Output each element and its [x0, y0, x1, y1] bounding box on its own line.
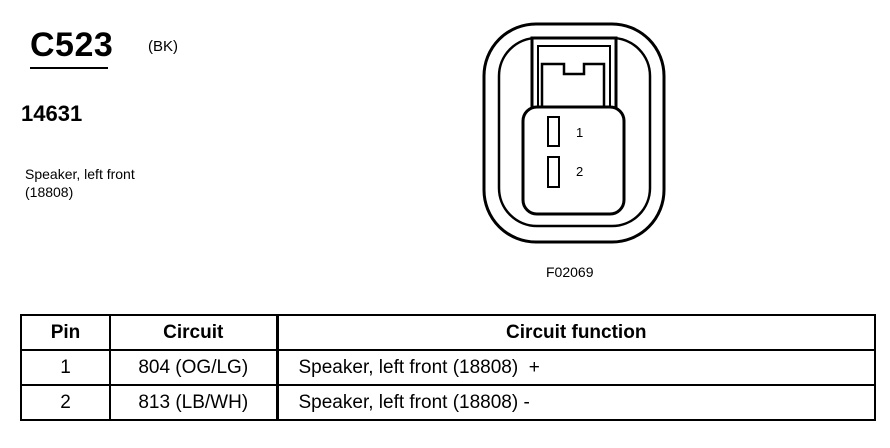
header-pin: Pin — [20, 314, 111, 351]
locking-tab — [530, 36, 618, 118]
cell-pin: 2 — [20, 384, 111, 421]
figure-id: F02069 — [546, 264, 594, 280]
table-row: 2 813 (LB/WH) Speaker, left front (18808… — [20, 384, 876, 421]
header-circuit-function: Circuit function — [275, 314, 876, 351]
pin-cavity-2 — [547, 156, 560, 188]
description-line-1: Speaker, left front — [25, 166, 135, 182]
cell-circuit-function: Speaker, left front (18808) - — [275, 384, 876, 421]
connector-id-underline — [30, 67, 108, 69]
description-line-2: (18808) — [25, 184, 74, 200]
connector-id: C523 — [30, 26, 114, 64]
pin-table: Pin Circuit Circuit function 1 804 (OG/L… — [20, 314, 876, 421]
connector-description: Speaker, left front (18808) — [25, 165, 135, 201]
table-header-row: Pin Circuit Circuit function — [20, 314, 876, 351]
connector-face-diagram: 1 2 — [482, 22, 666, 244]
cell-circuit: 813 (LB/WH) — [109, 384, 278, 421]
pin-cavity-1 — [547, 116, 560, 147]
pin-label-1: 1 — [576, 125, 583, 140]
terminal-face — [521, 105, 626, 216]
table-row: 1 804 (OG/LG) Speaker, left front (18808… — [20, 349, 876, 386]
part-number: 14631 — [21, 101, 83, 126]
cell-pin: 1 — [20, 349, 111, 386]
pin-label-2: 2 — [576, 164, 583, 179]
cell-circuit-function: Speaker, left front (18808) + — [275, 349, 876, 386]
connector-color: (BK) — [148, 38, 178, 55]
cell-circuit: 804 (OG/LG) — [109, 349, 278, 386]
header-circuit: Circuit — [109, 314, 278, 351]
connector-housing-outer — [482, 22, 666, 244]
